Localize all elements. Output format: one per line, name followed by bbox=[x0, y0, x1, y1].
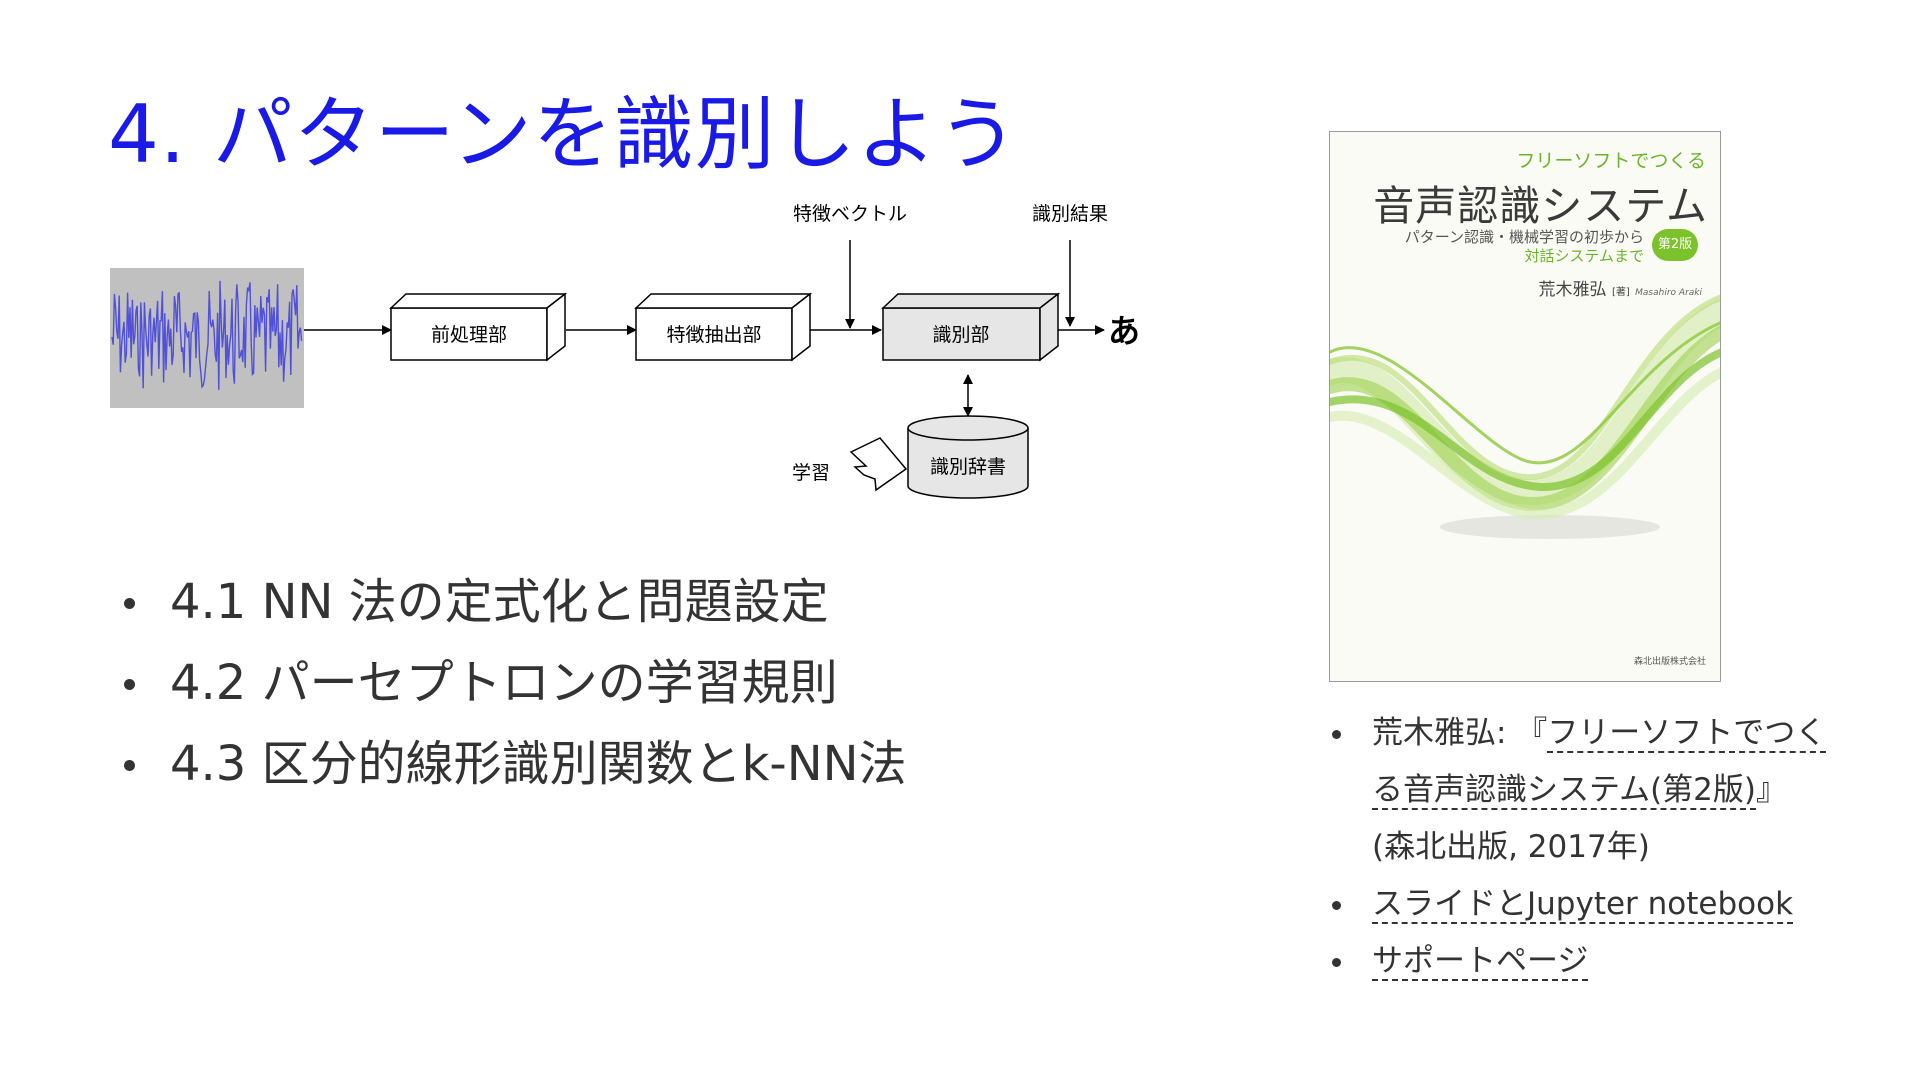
book-link[interactable]: フリーソフトでつくる音声認識システム(第2版) bbox=[1372, 715, 1827, 810]
classifier-label: 識別部 bbox=[932, 324, 989, 346]
feature-extract-box: 特徴抽出部 bbox=[634, 292, 813, 362]
topic-item: 4.3 区分的線形識別関数とk-NN法 bbox=[118, 734, 907, 815]
edition-badge: 第2版 bbox=[1652, 229, 1698, 261]
green-wave-graphic bbox=[1330, 294, 1720, 539]
slide-title: 4. パターンを識別しよう bbox=[108, 88, 1019, 181]
reference-item-book: 荒木雅弘: 『フリーソフトでつくる音声認識システム(第2版)』(森北出版, 20… bbox=[1328, 705, 1828, 876]
book-tagline-2: 対話システムまで bbox=[1524, 247, 1644, 265]
pattern-recognition-diagram: 前処理部 特徴抽出部 識別部 特徴ベクトル 識別結果 あ 識別辞書 学習 bbox=[110, 203, 1140, 499]
book-cover-image: フリーソフトでつくる 音声認識システム パターン認識・機械学習の初歩から 対話シ… bbox=[1329, 131, 1721, 682]
book-author-role: [著] bbox=[1611, 287, 1630, 298]
dictionary-cylinder: 識別辞書 bbox=[907, 415, 1029, 499]
topic-list: 4.1 NN 法の定式化と問題設定 4.2 パーセプトロンの学習規則 4.3 区… bbox=[118, 572, 907, 815]
learning-arrow bbox=[849, 437, 908, 492]
book-author-roman: Masahiro Araki bbox=[1635, 288, 1702, 298]
reference-item-support: サポートページ bbox=[1328, 933, 1828, 990]
book-author: 荒木雅弘 [著] Masahiro Araki bbox=[1539, 275, 1702, 300]
classifier-box: 識別部 bbox=[881, 292, 1061, 362]
output-character: あ bbox=[1108, 312, 1140, 350]
result-label: 識別結果 bbox=[1032, 203, 1108, 225]
feature-extract-label: 特徴抽出部 bbox=[666, 324, 761, 346]
book-publisher: 森北出版株式会社 bbox=[1633, 657, 1706, 667]
reference-item-slides: スライドとJupyter notebook bbox=[1328, 876, 1828, 933]
book-title: 音声認識システム bbox=[1373, 182, 1708, 230]
book-subtitle: フリーソフトでつくる bbox=[1516, 150, 1706, 172]
reference-prefix: 荒木雅弘: 『 bbox=[1372, 715, 1548, 751]
speech-waveform bbox=[110, 268, 304, 408]
reference-list: 荒木雅弘: 『フリーソフトでつくる音声認識システム(第2版)』(森北出版, 20… bbox=[1328, 705, 1828, 990]
reference-suffix: 』(森北出版, 2017年) bbox=[1372, 772, 1787, 865]
support-page-link[interactable]: サポートページ bbox=[1372, 943, 1589, 981]
learning-label: 学習 bbox=[792, 462, 830, 484]
topic-item: 4.1 NN 法の定式化と問題設定 bbox=[118, 572, 907, 653]
dictionary-label: 識別辞書 bbox=[930, 456, 1006, 478]
topic-item: 4.2 パーセプトロンの学習規則 bbox=[118, 653, 907, 734]
feature-vector-label: 特徴ベクトル bbox=[793, 203, 907, 225]
preprocess-box: 前処理部 bbox=[389, 292, 568, 362]
slides-notebook-link[interactable]: スライドとJupyter notebook bbox=[1372, 886, 1794, 924]
book-author-name: 荒木雅弘 bbox=[1538, 280, 1607, 300]
preprocess-label: 前処理部 bbox=[431, 324, 507, 346]
book-tagline-1: パターン認識・機械学習の初歩から bbox=[1404, 228, 1644, 246]
